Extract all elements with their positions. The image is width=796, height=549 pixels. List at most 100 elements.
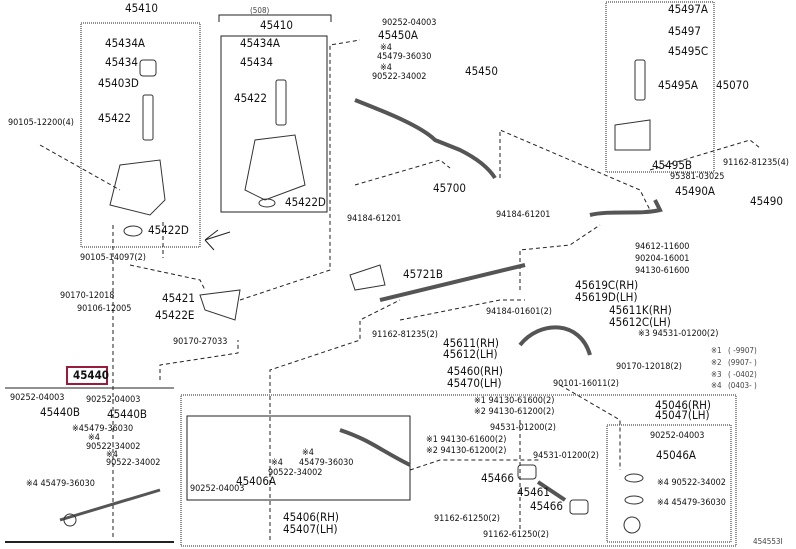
part-label[interactable]: 90522-34002 xyxy=(372,72,427,82)
part-label[interactable]: ※45479-36030 xyxy=(72,424,134,434)
part-label[interactable]: 45466 xyxy=(481,471,514,485)
part-label[interactable]: 94531-01200(2) xyxy=(533,451,599,461)
part-label[interactable]: 45070 xyxy=(716,78,749,92)
part-label[interactable]: 45619C(RH) xyxy=(575,278,639,292)
part-label[interactable]: 45612(LH) xyxy=(443,347,498,361)
note-mark: ※4 xyxy=(380,63,392,73)
assembly-box-45410 xyxy=(80,22,201,248)
part-label[interactable]: 90170-12018 xyxy=(60,291,115,301)
part-label[interactable]: ※1 94130-61600(2) xyxy=(426,435,507,445)
part-label[interactable]: ※2 94130-61200(2) xyxy=(474,407,555,417)
part-label[interactable]: 45619D(LH) xyxy=(575,290,638,304)
part-label[interactable]: 45497A xyxy=(668,2,708,16)
part-label[interactable]: 45406A xyxy=(236,474,276,488)
part-label[interactable]: 45434 xyxy=(105,55,138,69)
part-label[interactable]: 45434 xyxy=(240,55,273,69)
part-label[interactable]: 45479-36030 xyxy=(299,458,354,468)
part-label[interactable]: 90170-27033 xyxy=(173,337,228,347)
part-label[interactable]: 94184-01601(2) xyxy=(486,307,552,317)
part-label[interactable]: 45450A xyxy=(378,28,418,42)
leader-lines xyxy=(39,39,761,540)
part-label[interactable]: 45403D xyxy=(98,76,139,90)
note-mark: ※4 xyxy=(106,450,118,460)
part-label[interactable]: 91162-61250(2) xyxy=(483,530,549,540)
part-label[interactable]: 90522-34002 xyxy=(106,458,161,468)
part-label[interactable]: 90252-04003 xyxy=(86,395,141,405)
part-label[interactable]: 94184-61201 xyxy=(496,210,551,220)
part-label[interactable]: 45490A xyxy=(675,184,715,198)
part-label[interactable]: 45497 xyxy=(668,24,701,38)
part-label[interactable]: 45450 xyxy=(465,64,498,78)
part-label[interactable]: 90522-34002 xyxy=(86,442,141,452)
part-label[interactable]: 90252-04003 xyxy=(382,18,437,28)
part-label[interactable]: 94612-11600 xyxy=(635,242,690,252)
part-label[interactable]: 45461 xyxy=(517,485,550,499)
part-label[interactable]: ※4 90522-34002 xyxy=(657,478,726,488)
part-label[interactable]: 45495C xyxy=(668,44,709,58)
part-label[interactable]: 45422 xyxy=(234,91,267,105)
part-label[interactable]: 45046A xyxy=(656,448,696,462)
part-label[interactable]: 94184-61201 xyxy=(347,214,402,224)
part-label[interactable]: 45422D xyxy=(148,223,189,237)
note-mark: ※4 xyxy=(88,433,100,443)
part-label[interactable]: 45422D xyxy=(285,195,326,209)
part-label[interactable]: 90101-16011(2) xyxy=(553,379,619,389)
part-label[interactable]: 90105-14097(2) xyxy=(80,253,146,263)
legend-range: ( -9907) xyxy=(728,346,757,355)
part-label[interactable]: 90522-34002 xyxy=(268,468,323,478)
part-label[interactable]: 45046(RH) xyxy=(655,398,711,412)
part-label[interactable]: 95381-03025 xyxy=(670,172,725,182)
part-label[interactable]: 45047(LH) xyxy=(655,408,710,422)
part-label[interactable]: 45700 xyxy=(433,181,466,195)
part-label[interactable]: 45495B xyxy=(652,158,693,172)
part-label[interactable]: 45434A xyxy=(105,36,145,50)
part-label[interactable]: 90252-04003 xyxy=(10,393,65,403)
part-label[interactable]: 45490 xyxy=(750,194,783,208)
part-label[interactable]: 45466 xyxy=(530,499,563,513)
part-label[interactable]: 45421 xyxy=(162,291,195,305)
part-label[interactable]: 45470(LH) xyxy=(447,376,502,390)
part-label[interactable]: 45422E xyxy=(155,308,195,322)
diagram-id: 454553I xyxy=(753,537,783,546)
part-label[interactable]: 90252-04003 xyxy=(190,484,245,494)
part-label[interactable]: 45611(RH) xyxy=(443,336,499,350)
note-mark: ※4 xyxy=(271,458,283,468)
part-label[interactable]: 90105-12200(4) xyxy=(8,118,74,128)
part-label[interactable]: 45721B xyxy=(403,267,444,281)
legend-mark: ※2 xyxy=(711,358,722,367)
part-label[interactable]: ※4 45479-36030 xyxy=(657,498,726,508)
highlighted-part-box[interactable] xyxy=(66,366,108,385)
part-label[interactable]: 45611K(RH) xyxy=(609,303,672,317)
part-label[interactable]: 90252-04003 xyxy=(650,431,705,441)
part-label[interactable]: 91162-61250(2) xyxy=(434,514,500,524)
part-label[interactable]: 45495A xyxy=(658,78,698,92)
legend-range: (0403- ) xyxy=(728,381,757,390)
part-label[interactable]: 45410 xyxy=(125,1,158,15)
part-label[interactable]: 45440B xyxy=(107,407,148,421)
note-mark: ※4 xyxy=(380,43,392,53)
part-label[interactable]: 94130-61600 xyxy=(635,266,690,276)
part-label[interactable]: 45460(RH) xyxy=(447,364,503,378)
highlighted-part-label[interactable]: 45440 xyxy=(73,368,109,382)
part-label[interactable]: ※4 45479-36030 xyxy=(26,479,95,489)
part-label[interactable]: 94531-01200(2) xyxy=(490,423,556,433)
part-label[interactable]: ※1 94130-61600(2) xyxy=(474,396,555,406)
part-label[interactable]: 45612C(LH) xyxy=(609,315,671,329)
part-label[interactable]: 90170-12018(2) xyxy=(616,362,682,372)
part-label[interactable]: ※3 94531-01200(2) xyxy=(638,329,719,339)
part-label[interactable]: 45407(LH) xyxy=(283,522,338,536)
part-label[interactable]: 91162-81235(2) xyxy=(372,330,438,340)
part-label[interactable]: ※2 94130-61200(2) xyxy=(426,446,507,456)
part-label[interactable]: 45434A xyxy=(240,36,280,50)
part-label[interactable]: 91162-81235(4) xyxy=(723,158,789,168)
arrow-icon xyxy=(204,229,231,251)
part-label[interactable]: 45422 xyxy=(98,111,131,125)
assembly-box-45070 xyxy=(605,1,715,173)
part-label[interactable]: 45440B xyxy=(40,405,81,419)
part-label[interactable]: 45406(RH) xyxy=(283,510,339,524)
part-label[interactable]: 45410 xyxy=(260,18,293,32)
part-label[interactable]: 45479-36030 xyxy=(377,52,432,62)
part-label[interactable]: 90106-12005 xyxy=(77,304,132,314)
part-label[interactable]: 90204-16001 xyxy=(635,254,690,264)
variant-label: (508) xyxy=(250,6,270,15)
